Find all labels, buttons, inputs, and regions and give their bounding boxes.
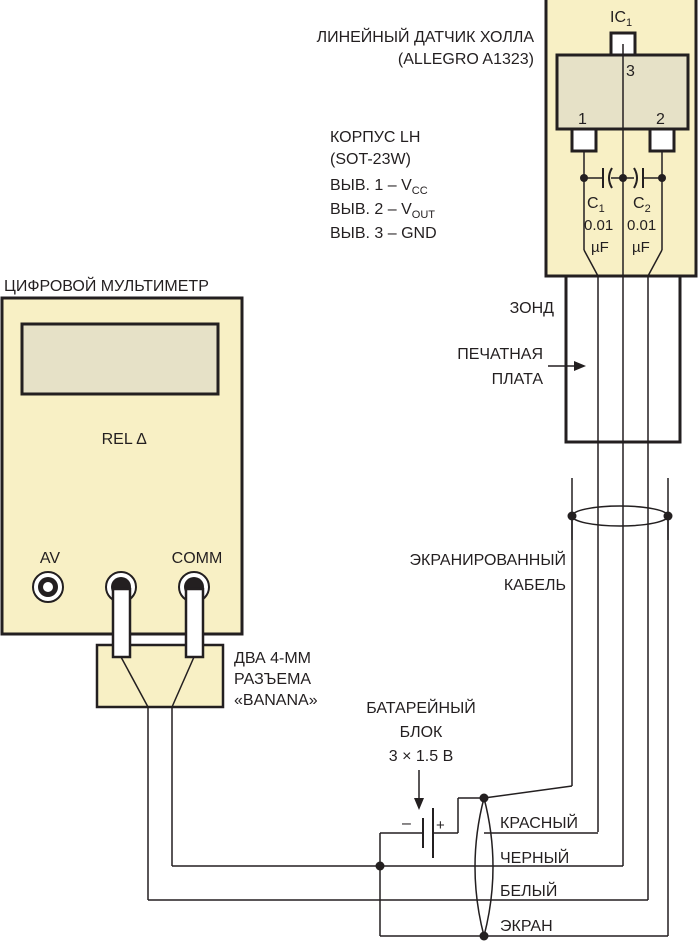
sensor-title: ЛИНЕЙНЫЙ ДАТЧИК ХОЛЛА <box>317 27 535 46</box>
rel-delta-label: REL ∆ <box>102 431 147 448</box>
multimeter-display <box>20 322 220 396</box>
battery-label-line3: 3 × 1.5 В <box>389 748 454 765</box>
ic-pin3-number: 3 <box>626 63 635 80</box>
banana-label-line3: «BANANA» <box>234 692 318 709</box>
wire-label-red: КРАСНЫЙ <box>500 813 578 832</box>
pcb-pointer-arrow <box>548 361 586 371</box>
probe-wires <box>597 276 649 442</box>
pin3-description: ВЫВ. 3 – GND <box>330 225 437 242</box>
battery-pointer-arrow <box>414 770 424 810</box>
ic-pin2-pad <box>648 127 676 153</box>
ic-pin1-pad <box>570 127 598 153</box>
pin1-description: ВЫВ. 1 – VCC <box>330 177 428 197</box>
c1-unit: µF <box>591 239 609 256</box>
comm-jack-label: COMM <box>172 550 223 567</box>
banana-label-line1: ДВА 4-ММ <box>234 650 311 667</box>
battery-label-line2: БЛОК <box>400 724 443 741</box>
sensor-model: (ALLEGRO A1323) <box>398 51 534 68</box>
banana-leads <box>120 656 195 900</box>
c2-label: C2 <box>633 195 651 215</box>
wire-label-shield: ЭКРАН <box>500 918 553 935</box>
pcb-label-line1: ПЕЧАТНАЯ <box>457 346 543 363</box>
battery-symbol <box>380 798 459 858</box>
av-jack[interactable] <box>32 571 64 603</box>
wire-label-white: БЕЛЫЙ <box>500 881 557 900</box>
cable-label-line1: ЭКРАНИРОВАННЫЙ <box>410 550 567 569</box>
package-type: (SOT-23W) <box>330 151 411 168</box>
sensor-internal-wiring <box>580 44 666 277</box>
battery-plus: + <box>436 817 445 834</box>
bottom-wiring <box>148 785 668 941</box>
multimeter-title: ЦИФРОВОЙ МУЛЬТИМЕТР <box>4 276 209 295</box>
c1-value: 0.01 <box>584 217 613 234</box>
c2-unit: µF <box>632 239 650 256</box>
shielded-cable-wires <box>567 442 673 936</box>
banana-plug-right[interactable] <box>184 587 205 659</box>
battery-minus: – <box>402 815 411 832</box>
ic-reference: IC1 <box>610 9 632 29</box>
av-jack-label: AV <box>40 550 60 567</box>
banana-plug-left[interactable] <box>111 587 132 659</box>
battery-label-line1: БАТАРЕЙНЫЙ <box>366 698 476 717</box>
cable-label-line2: КАБЕЛЬ <box>504 577 566 594</box>
package-name: КОРПУС LH <box>330 129 420 146</box>
probe-label: ЗОНД <box>510 300 554 317</box>
pcb-label-line2: ПЛАТА <box>492 371 544 388</box>
banana-label-line2: РАЗЪЕМА <box>234 671 311 688</box>
c1-label: C1 <box>587 195 605 215</box>
pin2-description: ВЫВ. 2 – VOUT <box>330 201 435 221</box>
c2-value: 0.01 <box>627 217 656 234</box>
wire-label-black: ЧЕРНЫЙ <box>500 848 569 867</box>
ic-pin2-number: 2 <box>656 111 665 128</box>
ic-pin1-number: 1 <box>578 111 587 128</box>
